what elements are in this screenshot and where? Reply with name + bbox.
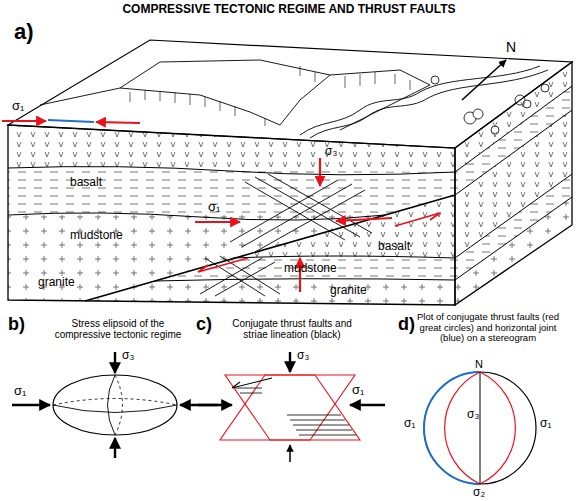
stress-arrows (2, 121, 392, 292)
fault-great-circles (445, 372, 516, 484)
joint-great-circle (424, 372, 480, 484)
stress-label: σ₃ (325, 145, 337, 158)
ellipsoid-sections (53, 375, 177, 435)
compass-label: N (475, 358, 483, 370)
panel-letter: b) (8, 314, 25, 334)
panel-caption: Conjugate thrust faults and striae linea… (222, 318, 362, 340)
ellipsoid-hidden-sections (53, 375, 177, 435)
cliff-hatching (130, 66, 410, 126)
north-south-line (480, 372, 481, 484)
panel-letter: c) (196, 314, 212, 334)
thrust-fault (85, 195, 455, 301)
stress-label: σ₂ (473, 486, 485, 499)
panel-caption: Plot of conjugate thrust faults (red gre… (408, 312, 568, 344)
stress-label: σ₁ (404, 417, 415, 430)
mudstone-layer (155, 258, 455, 281)
stress-arrows (198, 352, 385, 462)
granite-layer (455, 197, 572, 305)
panel-letter: a) (14, 20, 34, 45)
fault-plane (220, 375, 355, 440)
block-front-outline (8, 125, 455, 305)
cliff-edges (40, 60, 430, 130)
stress-label: σ₃ (297, 349, 309, 362)
panel-caption: Stress elipsoid of the compressive tecto… (48, 318, 188, 340)
rock-label: basalt (70, 176, 102, 189)
stress-ellipsoid (53, 375, 177, 435)
stress-label: σ₁ (14, 384, 26, 399)
stress-arrows (12, 352, 218, 458)
stress-label: σ₁ (540, 417, 551, 430)
stereonet-primitive (424, 372, 536, 484)
layer-boundaries (8, 86, 572, 281)
slip-arrow (232, 378, 272, 388)
panel-letter: d) (398, 314, 415, 334)
conjugate-fractures (200, 174, 372, 296)
north-arrow (462, 60, 506, 100)
rock-label: mudstone (284, 262, 337, 275)
rock-label: granite (38, 276, 75, 289)
stress-label: σ₃ (122, 349, 134, 362)
horizontal-joint (48, 120, 94, 122)
compass-label: N (506, 40, 516, 56)
striae-lineation (235, 388, 356, 435)
stress-label: σ₃ (467, 408, 479, 421)
rock-label: granite (330, 284, 367, 297)
mudstone-layer (8, 168, 455, 215)
rock-label: basalt (378, 240, 410, 253)
block-side-outline (455, 62, 572, 305)
stress-label: σ₁ (12, 99, 24, 114)
diagram-title: COMPRESSIVE TECTONIC REGIME AND THRUST F… (4, 3, 574, 16)
rock-label: mudstone (70, 229, 123, 242)
basalt-layer (8, 125, 455, 172)
stress-label: σ₁ (208, 200, 220, 215)
fault-plane (225, 375, 360, 440)
stress-label: σ₁ (352, 383, 364, 398)
